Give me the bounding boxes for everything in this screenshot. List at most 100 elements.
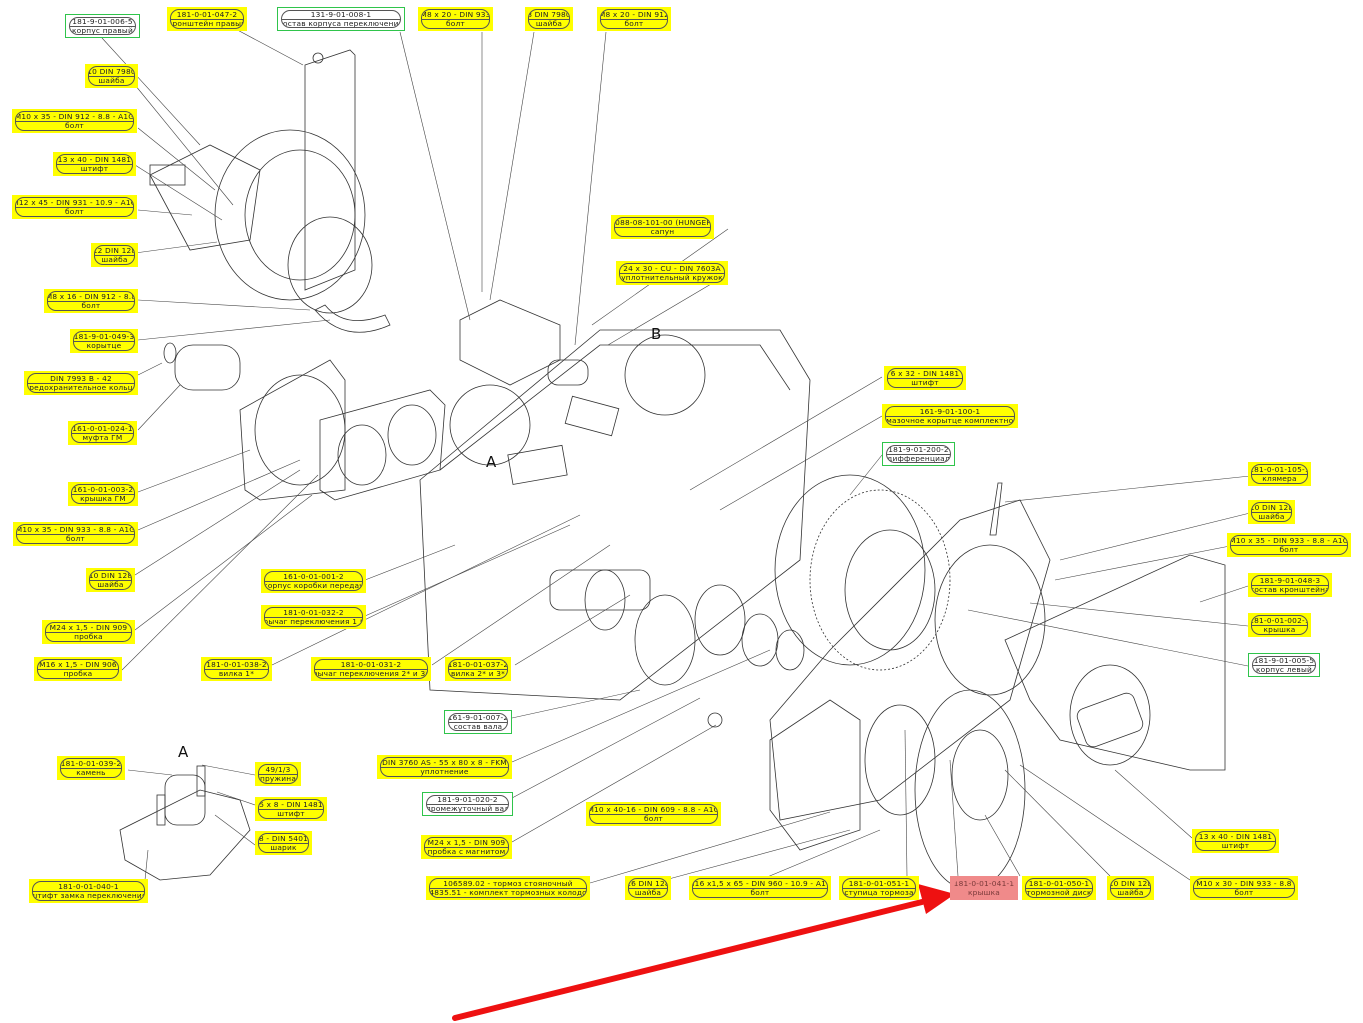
part-callout-c12[interactable]: 1088-08-101-00 (HUNGER)сапун bbox=[611, 215, 714, 239]
part-code: 181-9-01-005-5 bbox=[1253, 656, 1315, 666]
part-name: шайба bbox=[535, 19, 563, 29]
detail-a-stone bbox=[164, 774, 206, 826]
leader-line bbox=[1059, 512, 1251, 561]
shaft-gears-1 bbox=[549, 569, 651, 611]
gasket-hole-2 bbox=[387, 404, 437, 466]
part-name: пробка с магнитом bbox=[427, 847, 506, 857]
leader-line bbox=[121, 474, 319, 671]
bearing bbox=[741, 613, 779, 667]
part-name: шайба bbox=[101, 255, 128, 265]
part-code: 181-0-01-050-1 bbox=[1026, 879, 1092, 889]
leader-line bbox=[216, 791, 256, 806]
shift-housing bbox=[459, 299, 561, 386]
leader-line bbox=[664, 829, 851, 881]
part-name: болт bbox=[1234, 888, 1254, 898]
gear-1 bbox=[584, 569, 626, 631]
leader-line bbox=[134, 164, 223, 221]
bracket-right bbox=[304, 49, 356, 291]
part-name: пружина bbox=[259, 774, 297, 784]
leader-line bbox=[137, 449, 251, 493]
drawing-linework bbox=[119, 49, 1226, 891]
part-code: 6 x 32 - DIN 1481 bbox=[888, 369, 962, 379]
part-name: тормозной диск bbox=[1026, 888, 1092, 898]
leader-line bbox=[1029, 602, 1249, 627]
part-name: смазочное корытце комплектное bbox=[885, 416, 1015, 426]
leader-line bbox=[689, 376, 883, 491]
part-name: шарик bbox=[270, 843, 297, 853]
part-code: 16 DIN 128 bbox=[628, 878, 668, 889]
part-code: 181-0-01-051-1 bbox=[843, 879, 915, 889]
leader-line bbox=[719, 415, 883, 511]
part-name: кронштейн правый bbox=[170, 19, 244, 29]
leader-line bbox=[134, 84, 234, 206]
gearbox-opening bbox=[507, 444, 568, 485]
part-code: 181-0-01-032-2 bbox=[265, 608, 362, 618]
